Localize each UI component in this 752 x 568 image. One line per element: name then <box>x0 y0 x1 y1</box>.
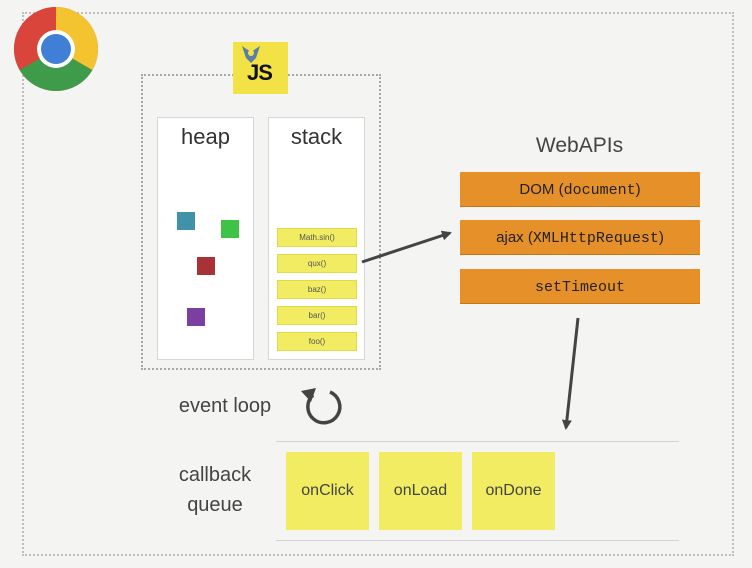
heap-title: heap <box>181 124 230 149</box>
webapis-to-queue-arrow <box>561 317 580 430</box>
stack-frame: bar() <box>277 306 357 325</box>
event-loop-icon <box>301 388 342 425</box>
webapi-settimeout: setTimeout <box>460 269 700 304</box>
heap-object <box>177 212 195 230</box>
heap-panel <box>157 117 254 360</box>
heap-object <box>197 257 215 275</box>
stack-to-webapis-arrow <box>361 230 452 264</box>
queue-item-ondone: onDone <box>472 452 555 530</box>
queue-item-onload: onLoad <box>379 452 462 530</box>
stack-frame: Math.sin() <box>277 228 357 247</box>
stack-frame: baz() <box>277 280 357 299</box>
webapis-title: WebAPIs <box>535 134 624 157</box>
stack-title: stack <box>290 124 343 149</box>
stack-frame: foo() <box>277 332 357 351</box>
queue-top-line <box>276 441 679 442</box>
queue-item-onclick: onClick <box>286 452 369 530</box>
webapi-ajax: ajax (XMLHttpRequest) <box>460 220 700 255</box>
event-loop-label: event loop <box>178 395 272 417</box>
js-badge-text: JS <box>247 60 273 85</box>
heap-object <box>221 220 239 238</box>
webapi-dom: DOM (document) <box>460 172 700 207</box>
callback-queue-label-line1: callback <box>178 464 252 486</box>
heap-object <box>187 308 205 326</box>
browser-frame <box>22 12 734 556</box>
v8-shield-icon <box>242 46 260 63</box>
stack-frame: qux() <box>277 254 357 273</box>
queue-bottom-line <box>276 540 679 541</box>
chrome-logo-icon <box>13 6 99 92</box>
js-badge <box>233 42 288 94</box>
callback-queue-label-line2: queue <box>187 494 243 516</box>
